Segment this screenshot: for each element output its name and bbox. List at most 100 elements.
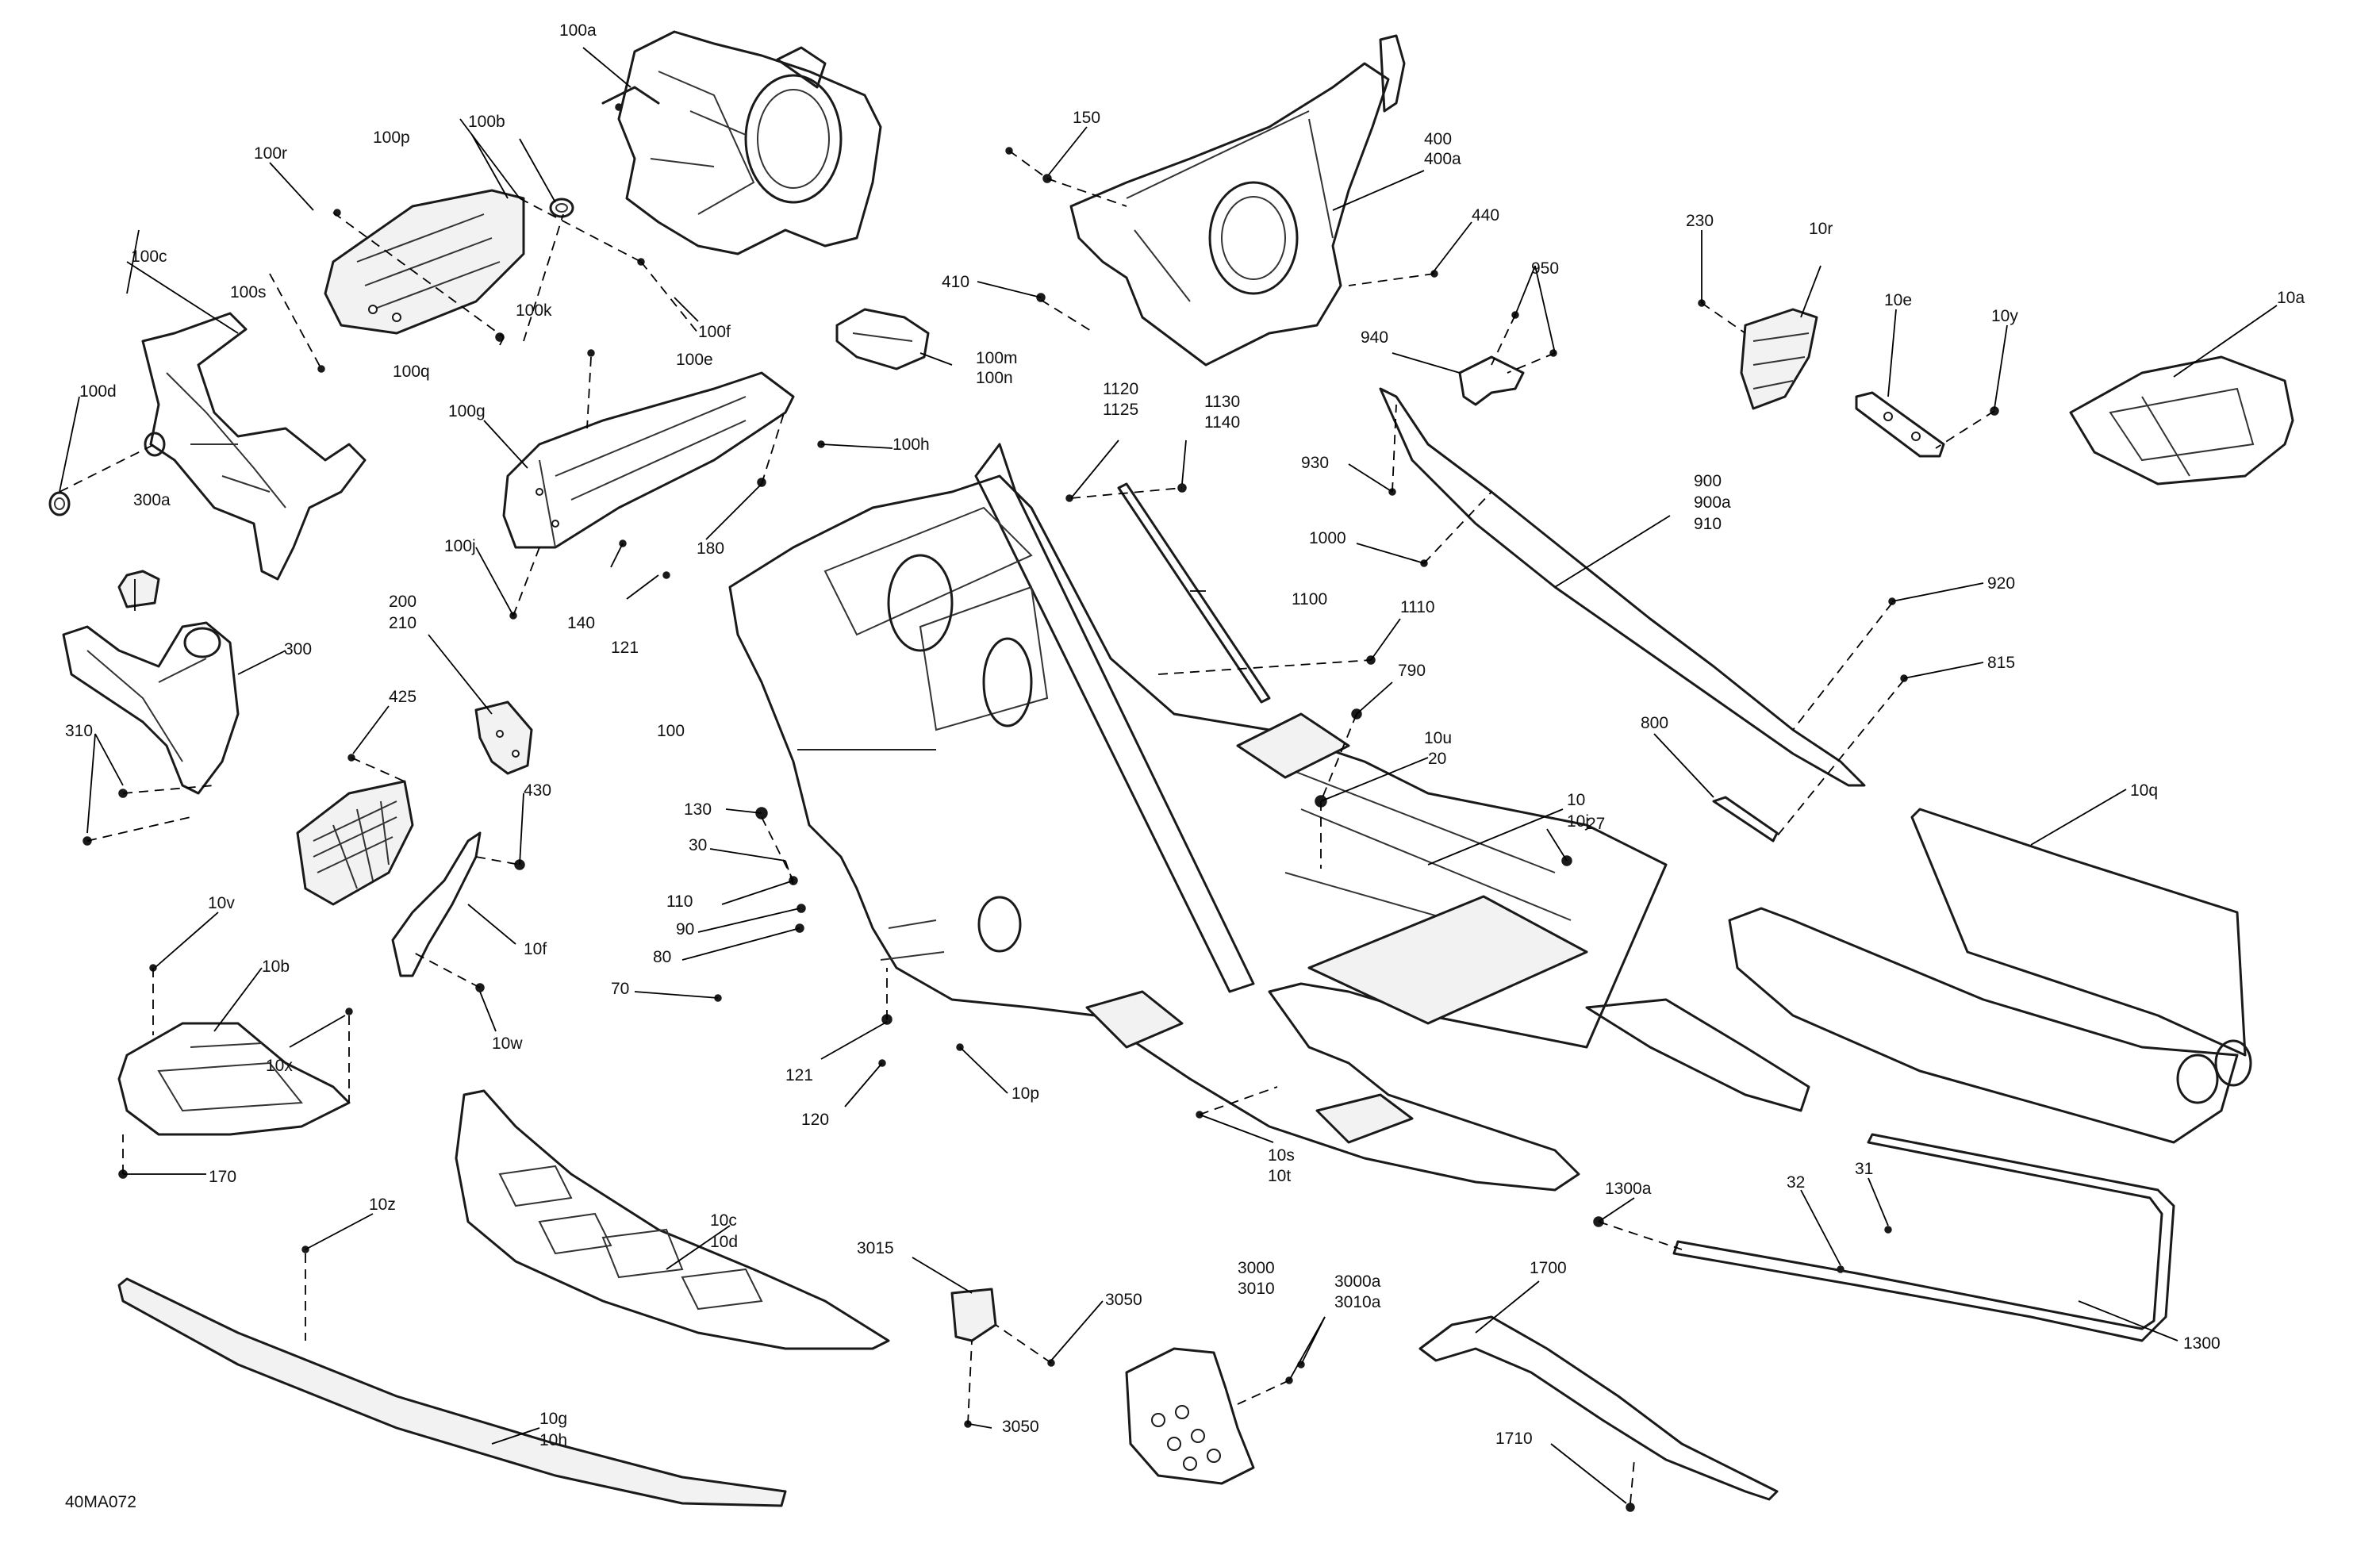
label-100: 100 xyxy=(657,722,685,740)
label-10x: 10x xyxy=(266,1057,293,1075)
part-1100-strut xyxy=(1117,482,1271,704)
label-3000: 3000 xyxy=(1238,1259,1275,1277)
label-940: 940 xyxy=(1361,328,1388,347)
label-180: 180 xyxy=(697,539,724,558)
label-10q: 10q xyxy=(2130,781,2158,800)
label-10p: 10p xyxy=(1012,1084,1039,1103)
label-121-upper: 121 xyxy=(611,639,639,657)
label-1110: 1110 xyxy=(1400,598,1435,616)
callout-labels: 100a 100b 100p 100r 100c 100s 100d 100q … xyxy=(65,21,2305,1511)
part-200-plate xyxy=(474,700,533,775)
label-1140: 1140 xyxy=(1204,413,1240,432)
leader-lines xyxy=(59,47,2278,1504)
part-10-chassis xyxy=(728,443,1810,1192)
label-100m: 100m xyxy=(976,349,1018,367)
label-110: 110 xyxy=(666,892,693,911)
part-400-rear-frame xyxy=(1069,34,1406,367)
label-10a: 10a xyxy=(2277,289,2305,307)
label-10v: 10v xyxy=(208,894,235,912)
part-10q-tunnel xyxy=(1728,808,2252,1144)
label-121-lower: 121 xyxy=(785,1066,813,1084)
label-10g: 10g xyxy=(539,1410,567,1428)
label-3050-lower: 3050 xyxy=(1002,1418,1039,1436)
label-120: 120 xyxy=(801,1111,829,1129)
label-3010a: 3010a xyxy=(1334,1293,1381,1311)
label-20: 20 xyxy=(1428,750,1446,768)
label-410: 410 xyxy=(942,273,969,291)
label-790: 790 xyxy=(1398,662,1426,680)
label-1710: 1710 xyxy=(1495,1430,1533,1448)
part-100m-plate xyxy=(835,308,930,370)
part-grille-panel xyxy=(296,780,414,906)
label-920: 920 xyxy=(1987,574,2015,593)
label-80: 80 xyxy=(653,948,671,966)
label-100c: 100c xyxy=(131,248,167,266)
label-100k: 100k xyxy=(516,301,552,320)
label-10: 10 xyxy=(1567,791,1585,809)
label-300a: 300a xyxy=(133,491,171,509)
label-10r: 10r xyxy=(1809,220,1833,238)
label-10y: 10y xyxy=(1991,307,2018,325)
label-3015: 3015 xyxy=(857,1239,894,1257)
part-10g-rail xyxy=(117,1277,787,1507)
label-130: 130 xyxy=(684,800,712,819)
label-930: 930 xyxy=(1301,454,1329,472)
label-100a: 100a xyxy=(559,21,597,40)
label-1700: 1700 xyxy=(1530,1259,1567,1277)
label-1100: 1100 xyxy=(1292,590,1327,608)
part-10c-skid xyxy=(455,1089,890,1350)
label-100r: 100r xyxy=(254,144,287,163)
label-815: 815 xyxy=(1987,654,2015,672)
label-950: 950 xyxy=(1531,259,1559,278)
label-150: 150 xyxy=(1073,109,1100,127)
label-10h: 10h xyxy=(539,1431,567,1449)
label-3000a: 3000a xyxy=(1334,1272,1381,1291)
label-100j: 100j xyxy=(444,537,476,555)
label-3010: 3010 xyxy=(1238,1280,1275,1298)
label-100e: 100e xyxy=(676,351,713,369)
label-100g: 100g xyxy=(448,402,486,420)
label-1300: 1300 xyxy=(2183,1334,2221,1353)
part-100c-side-frame xyxy=(141,312,367,581)
label-10f: 10f xyxy=(524,940,547,958)
label-310: 310 xyxy=(65,722,93,740)
part-10r-grille xyxy=(1740,308,1818,410)
diagram-code: 40MA072 xyxy=(65,1493,136,1511)
label-1120: 1120 xyxy=(1103,380,1138,398)
label-440: 440 xyxy=(1472,206,1499,225)
label-1300a: 1300a xyxy=(1605,1180,1652,1198)
label-230: 230 xyxy=(1686,212,1714,230)
part-100d-bushing xyxy=(48,491,71,516)
label-1000: 1000 xyxy=(1309,529,1346,547)
part-1700-rail xyxy=(1418,1315,1779,1501)
part-3015-plate xyxy=(950,1288,997,1342)
label-30: 30 xyxy=(689,836,707,854)
label-10d: 10d xyxy=(710,1233,738,1251)
label-210: 210 xyxy=(389,614,416,632)
part-300a-mount xyxy=(117,570,160,608)
part-940-bracket xyxy=(1458,355,1525,406)
part-100p-cover xyxy=(324,189,525,335)
part-3000-step xyxy=(1125,1347,1255,1485)
label-900a: 900a xyxy=(1694,493,1731,512)
label-10b: 10b xyxy=(262,958,290,976)
part-10a-seat-base xyxy=(2069,355,2294,486)
part-100b-bushing xyxy=(549,198,574,218)
label-100q: 100q xyxy=(393,363,430,381)
label-90: 90 xyxy=(676,920,694,938)
label-10w: 10w xyxy=(492,1034,523,1053)
label-27: 27 xyxy=(1587,815,1605,833)
label-1130: 1130 xyxy=(1204,393,1240,411)
label-32: 32 xyxy=(1787,1173,1805,1192)
label-3050-upper: 3050 xyxy=(1105,1291,1142,1309)
label-100s: 100s xyxy=(230,283,267,301)
part-10b-cover xyxy=(117,1022,351,1136)
label-425: 425 xyxy=(389,688,416,706)
label-900: 900 xyxy=(1694,472,1722,490)
label-170: 170 xyxy=(209,1168,236,1186)
part-100a-front-frame xyxy=(601,30,882,255)
label-10t: 10t xyxy=(1268,1167,1291,1185)
label-10s: 10s xyxy=(1268,1146,1295,1165)
